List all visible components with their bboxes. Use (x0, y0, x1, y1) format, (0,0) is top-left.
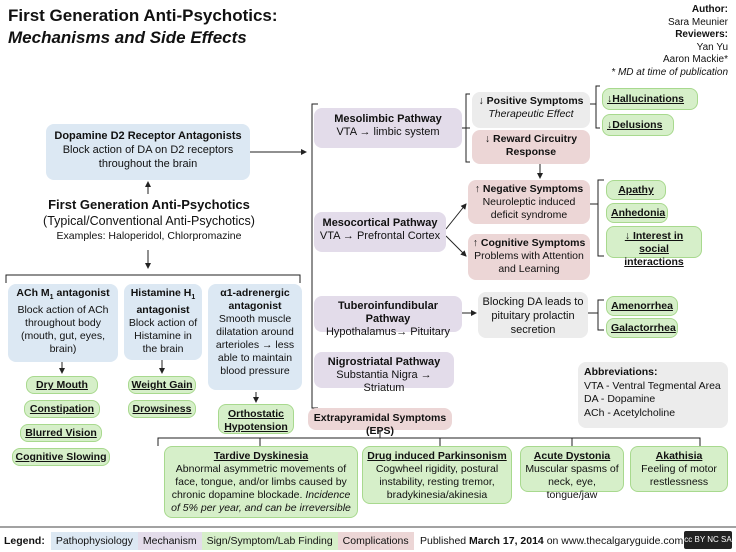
legend-label: Legend: (4, 535, 45, 547)
reward-title: ↓ Reward Circuitry Response (484, 133, 578, 158)
eps-box: Extrapyramidal Symptoms (EPS) (308, 408, 452, 437)
credits: Author: Sara Meunier Reviewers: Yan Yu A… (611, 4, 728, 79)
reward-circuitry-box: ↓ Reward Circuitry Response (472, 130, 590, 164)
abbreviation-item: ACh - Acetylcholine (584, 406, 676, 419)
abbreviations-title: Abbreviations: (584, 366, 658, 378)
nigro-desc: Substantia Nigra → Striatum (336, 369, 432, 394)
akathisia-desc: Feeling of motor restlessness (641, 463, 717, 488)
credits-note: * MD at time of publication (611, 66, 728, 78)
d2-desc: Block action of DA on D2 receptors throu… (62, 144, 234, 170)
d2-antagonists-box: Dopamine D2 Receptor Antagonists Block a… (46, 124, 250, 180)
positive-desc: Therapeutic Effect (488, 108, 574, 120)
social-interest-box: ↓ Interest in social interactions (606, 226, 702, 268)
abbreviation-item: DA - Dopamine (584, 393, 656, 405)
tardive-dyskinesia-box: Tardive Dyskinesia Abnormal asymmetric m… (164, 446, 358, 518)
mesocortical-title: Mesocortical Pathway (322, 217, 438, 229)
dry-mouth-box: Dry Mouth (26, 376, 98, 394)
cc-license-icon: cc BY NC SA (684, 531, 732, 549)
anhedonia-box: Anhedonia (606, 203, 668, 223)
galactorrhea-box: Galactorrhea (606, 318, 678, 338)
acute-dystonia-box: Acute Dystonia Muscular spasms of neck, … (520, 446, 624, 501)
negative-desc: Neuroleptic induced deficit syndrome (482, 196, 576, 221)
constipation-box: Constipation (24, 400, 100, 418)
cognitive-title: ↑ Cognitive Symptoms (472, 237, 586, 249)
page-title: First Generation Anti-Psychotics: (8, 6, 278, 25)
negative-symptoms-box: ↑ Negative Symptoms Neuroleptic induced … (468, 180, 590, 224)
parkinsonism-desc: Cogwheel rigidity, postural instability,… (375, 463, 499, 501)
page-subtitle: Mechanisms and Side Effects (8, 28, 247, 47)
dystonia-title: Acute Dystonia (533, 450, 611, 462)
parkinsonism-box: Drug induced Parkinsonism Cogwheel rigid… (362, 446, 512, 504)
akathisia-box: Akathisia Feeling of motor restlessness (630, 446, 728, 492)
mesolimbic-desc: VTA → limbic system (336, 126, 440, 138)
negative-title: ↑ Negative Symptoms (474, 183, 584, 195)
legend-sign-symptom: Sign/Symptom/Lab Finding (201, 532, 338, 550)
dystonia-desc: Muscular spasms of neck, eye, tongue/jaw (525, 463, 619, 501)
drug-examples: Examples: Haloperidol, Chlorpromazine (56, 230, 242, 242)
mesocortical-pathway-box: Mesocortical Pathway VTA → Prefrontal Co… (314, 212, 446, 252)
ach-title: ACh M1 antagonist (16, 287, 110, 302)
histamine-antagonist-box: Histamine H1 antagonist Block action of … (124, 284, 202, 360)
legend-pathophysiology: Pathophysiology (50, 532, 138, 550)
orthostatic-hypotension-box: Orthostatic Hypotension (218, 404, 294, 434)
cognitive-slowing-box: Cognitive Slowing (12, 448, 110, 466)
amenorrhea-box: Amenorrhea (606, 296, 678, 316)
abbreviation-item: VTA - Ventral Tegmental Area (584, 379, 721, 392)
alpha-title: α1-adrenergic antagonist (220, 287, 290, 312)
drug-class-title: First Generation Anti-Psychotics (48, 197, 250, 212)
delusions-box: ↓Delusions (602, 114, 674, 136)
alpha-desc: Smooth muscle dilatation around arteriol… (215, 313, 295, 377)
mesolimbic-title: Mesolimbic Pathway (334, 113, 442, 125)
parkinsonism-title: Drug induced Parkinsonism (367, 450, 507, 462)
mesocortical-desc: VTA → Prefrontal Cortex (319, 230, 441, 242)
ach-desc: Block action of ACh throughout body (mou… (17, 304, 109, 356)
tardive-title: Tardive Dyskinesia (213, 450, 309, 462)
nigro-title: Nigrostriatal Pathway (327, 356, 441, 368)
d2-title: Dopamine D2 Receptor Antagonists (54, 130, 242, 142)
histamine-desc: Block action of Histamine in the brain (128, 317, 198, 356)
positive-symptoms-box: ↓ Positive Symptoms Therapeutic Effect (472, 92, 590, 128)
blurred-vision-box: Blurred Vision (20, 424, 102, 442)
reviewers-label: Reviewers: (675, 29, 728, 40)
histamine-title: Histamine H1 antagonist (130, 287, 196, 317)
author-label: Author: (691, 4, 728, 15)
reviewer-name: Aaron Mackie* (662, 54, 728, 65)
tardive-desc: Abnormal asymmetric movements of face, t… (171, 463, 347, 501)
cognitive-desc: Problems with Attention and Learning (474, 250, 584, 275)
cognitive-symptoms-box: ↑ Cognitive Symptoms Problems with Atten… (468, 234, 590, 280)
weight-gain-box: Weight Gain (128, 376, 196, 394)
abbreviations-box: Abbreviations: VTA - Ventral Tegmental A… (578, 362, 728, 428)
tubero-desc: Hypothalamus→ Pituitary (325, 326, 451, 338)
mesolimbic-pathway-box: Mesolimbic Pathway VTA → limbic system (314, 108, 462, 148)
prolactin-box: Blocking DA leads to pituitary prolactin… (478, 292, 588, 338)
tardive-note: Incidence of 5% per year, and can be irr… (171, 489, 351, 514)
reviewer-name: Yan Yu (696, 41, 728, 53)
akathisia-title: Akathisia (655, 450, 703, 462)
alpha1-antagonist-box: α1-adrenergic antagonist Smooth muscle d… (208, 284, 302, 390)
apathy-box: Apathy (606, 180, 666, 200)
author-name: Sara Meunier (667, 16, 728, 28)
legend-mechanism: Mechanism (137, 532, 202, 550)
hallucinations-box: ↓Hallucinations (602, 88, 698, 110)
drug-class-heading: First Generation Anti-Psychotics (Typica… (14, 196, 284, 244)
tubero-title: Tuberoinfundibular Pathway (337, 300, 438, 325)
nigrostriatal-pathway-box: Nigrostriatal Pathway Substantia Nigra →… (314, 352, 454, 394)
drowsiness-box: Drowsiness (128, 400, 196, 418)
legend: Legend: Pathophysiology Mechanism Sign/S… (4, 532, 414, 550)
published-note: Published March 17, 2014 on www.thecalga… (420, 535, 684, 547)
tuberoinfundibular-pathway-box: Tuberoinfundibular Pathway Hypothalamus→… (314, 296, 462, 338)
legend-complications: Complications (337, 532, 414, 550)
positive-title: ↓ Positive Symptoms (478, 95, 584, 107)
drug-class-subtitle: (Typical/Conventional Anti-Psychotics) (43, 214, 255, 228)
ach-antagonist-box: ACh M1 antagonist Block action of ACh th… (8, 284, 118, 362)
